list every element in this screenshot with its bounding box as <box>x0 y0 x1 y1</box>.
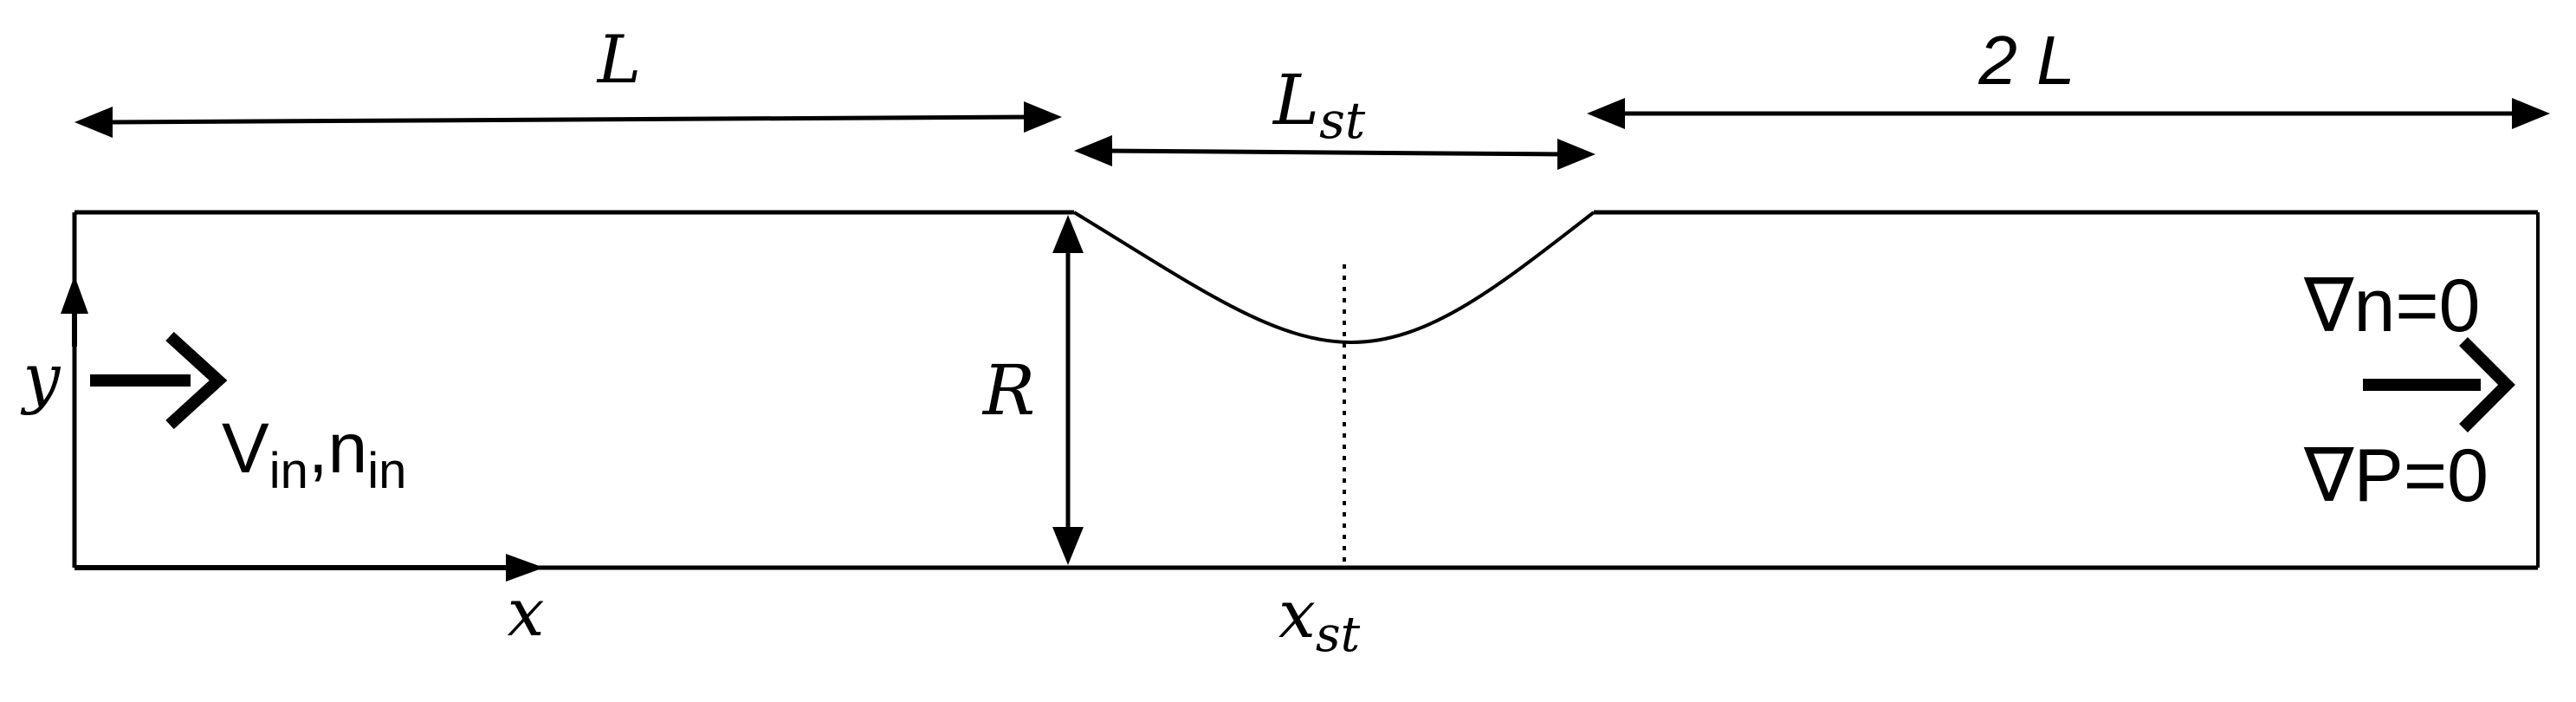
dimension-2L <box>1587 98 2550 129</box>
label-outlet-grad-p: ∇P=0 <box>2303 434 2489 517</box>
label-x-st: xst <box>1278 575 1361 663</box>
dimension-R <box>1052 215 1084 565</box>
label-x: x <box>508 574 545 651</box>
stenosis-curve <box>1072 211 1595 345</box>
label-outlet-grad-n: ∇n=0 <box>2303 264 2480 348</box>
dimension-L-st <box>1074 135 1595 170</box>
label-2L: 2 L <box>1977 22 2074 99</box>
label-inlet-conditions: Vin,nin <box>222 409 406 499</box>
channel-walls <box>72 210 2540 570</box>
dimension-L <box>74 101 1062 138</box>
label-L-st: Lst <box>1272 60 1366 150</box>
label-y: y <box>21 339 61 416</box>
label-L: L <box>596 21 641 98</box>
label-R: R <box>981 350 1035 431</box>
y-axis-arrow <box>61 276 88 347</box>
x-axis-arrow <box>74 554 544 582</box>
inlet-flow-arrow <box>90 331 228 430</box>
outlet-flow-arrow <box>2363 337 2515 432</box>
